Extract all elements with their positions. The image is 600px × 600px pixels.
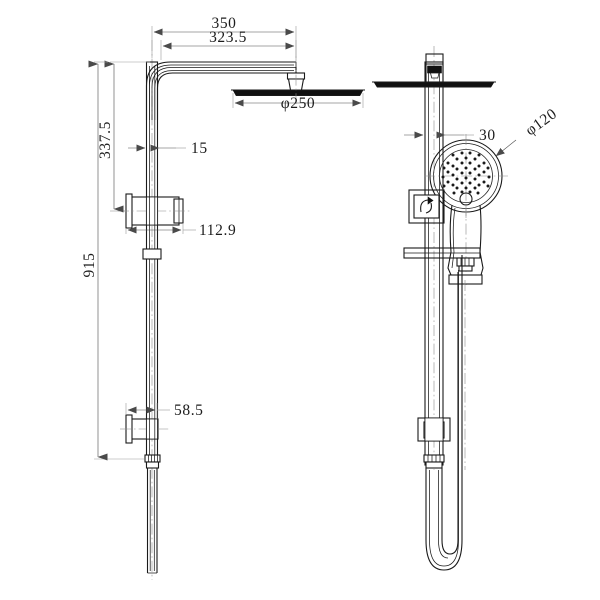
dim-label-phi250: φ250 (281, 95, 316, 112)
holder-shelf (403, 247, 481, 259)
dim-rain-head-diameter: φ250 (232, 93, 364, 112)
dim-rail-diameter: 15 (128, 140, 208, 157)
dim-label-15: 15 (191, 140, 208, 157)
dim-label-phi120: φ120 (522, 105, 560, 139)
dim-arm-height: 337.5 (97, 60, 150, 213)
dim-riser-height: 915 (81, 60, 144, 461)
side-view (372, 46, 508, 571)
dim-label-112-9: 112.9 (199, 222, 236, 239)
dim-bracket-projection: 112.9 (125, 222, 236, 239)
sliding-collar (142, 248, 162, 260)
dim-rail-depth: 30 (404, 127, 496, 144)
hose-connector-side (423, 454, 445, 469)
hand-shower-head (424, 134, 508, 285)
shower-arm (145, 61, 297, 120)
dim-arm-to-head: 323.5 (160, 29, 297, 60)
arm-connector-side (425, 53, 444, 83)
front-view (118, 40, 365, 580)
wall-bracket-lower (120, 414, 170, 444)
dim-label-337-5: 337.5 (97, 121, 114, 159)
flexible-hose-loop (425, 255, 466, 571)
diverter-arrow-icon (420, 196, 434, 214)
rain-shower-head-side (372, 81, 496, 88)
dim-label-915: 915 (81, 252, 98, 277)
spray-holes-icon (441, 151, 491, 195)
rain-shower-head (231, 56, 365, 104)
dim-hand-shower-diameter: φ120 (495, 105, 560, 157)
wall-bracket-upper (118, 193, 192, 229)
dim-label-323-5: 323.5 (209, 29, 247, 46)
hose-connector-hand (456, 257, 475, 272)
dim-label-58-5: 58.5 (174, 402, 204, 419)
dim-label-350: 350 (211, 15, 236, 32)
diverter-housing (408, 189, 445, 224)
hose-connector-front (144, 454, 161, 469)
dim-lower-bracket-projection: 58.5 (125, 402, 204, 419)
dim-label-30: 30 (479, 127, 496, 144)
flexible-hose-front (146, 468, 158, 574)
wall-bracket-lower-side (417, 417, 451, 442)
dimension-annotations: 350 323.5 φ250 15 337.5 (81, 15, 560, 461)
riser-rail (145, 40, 159, 580)
